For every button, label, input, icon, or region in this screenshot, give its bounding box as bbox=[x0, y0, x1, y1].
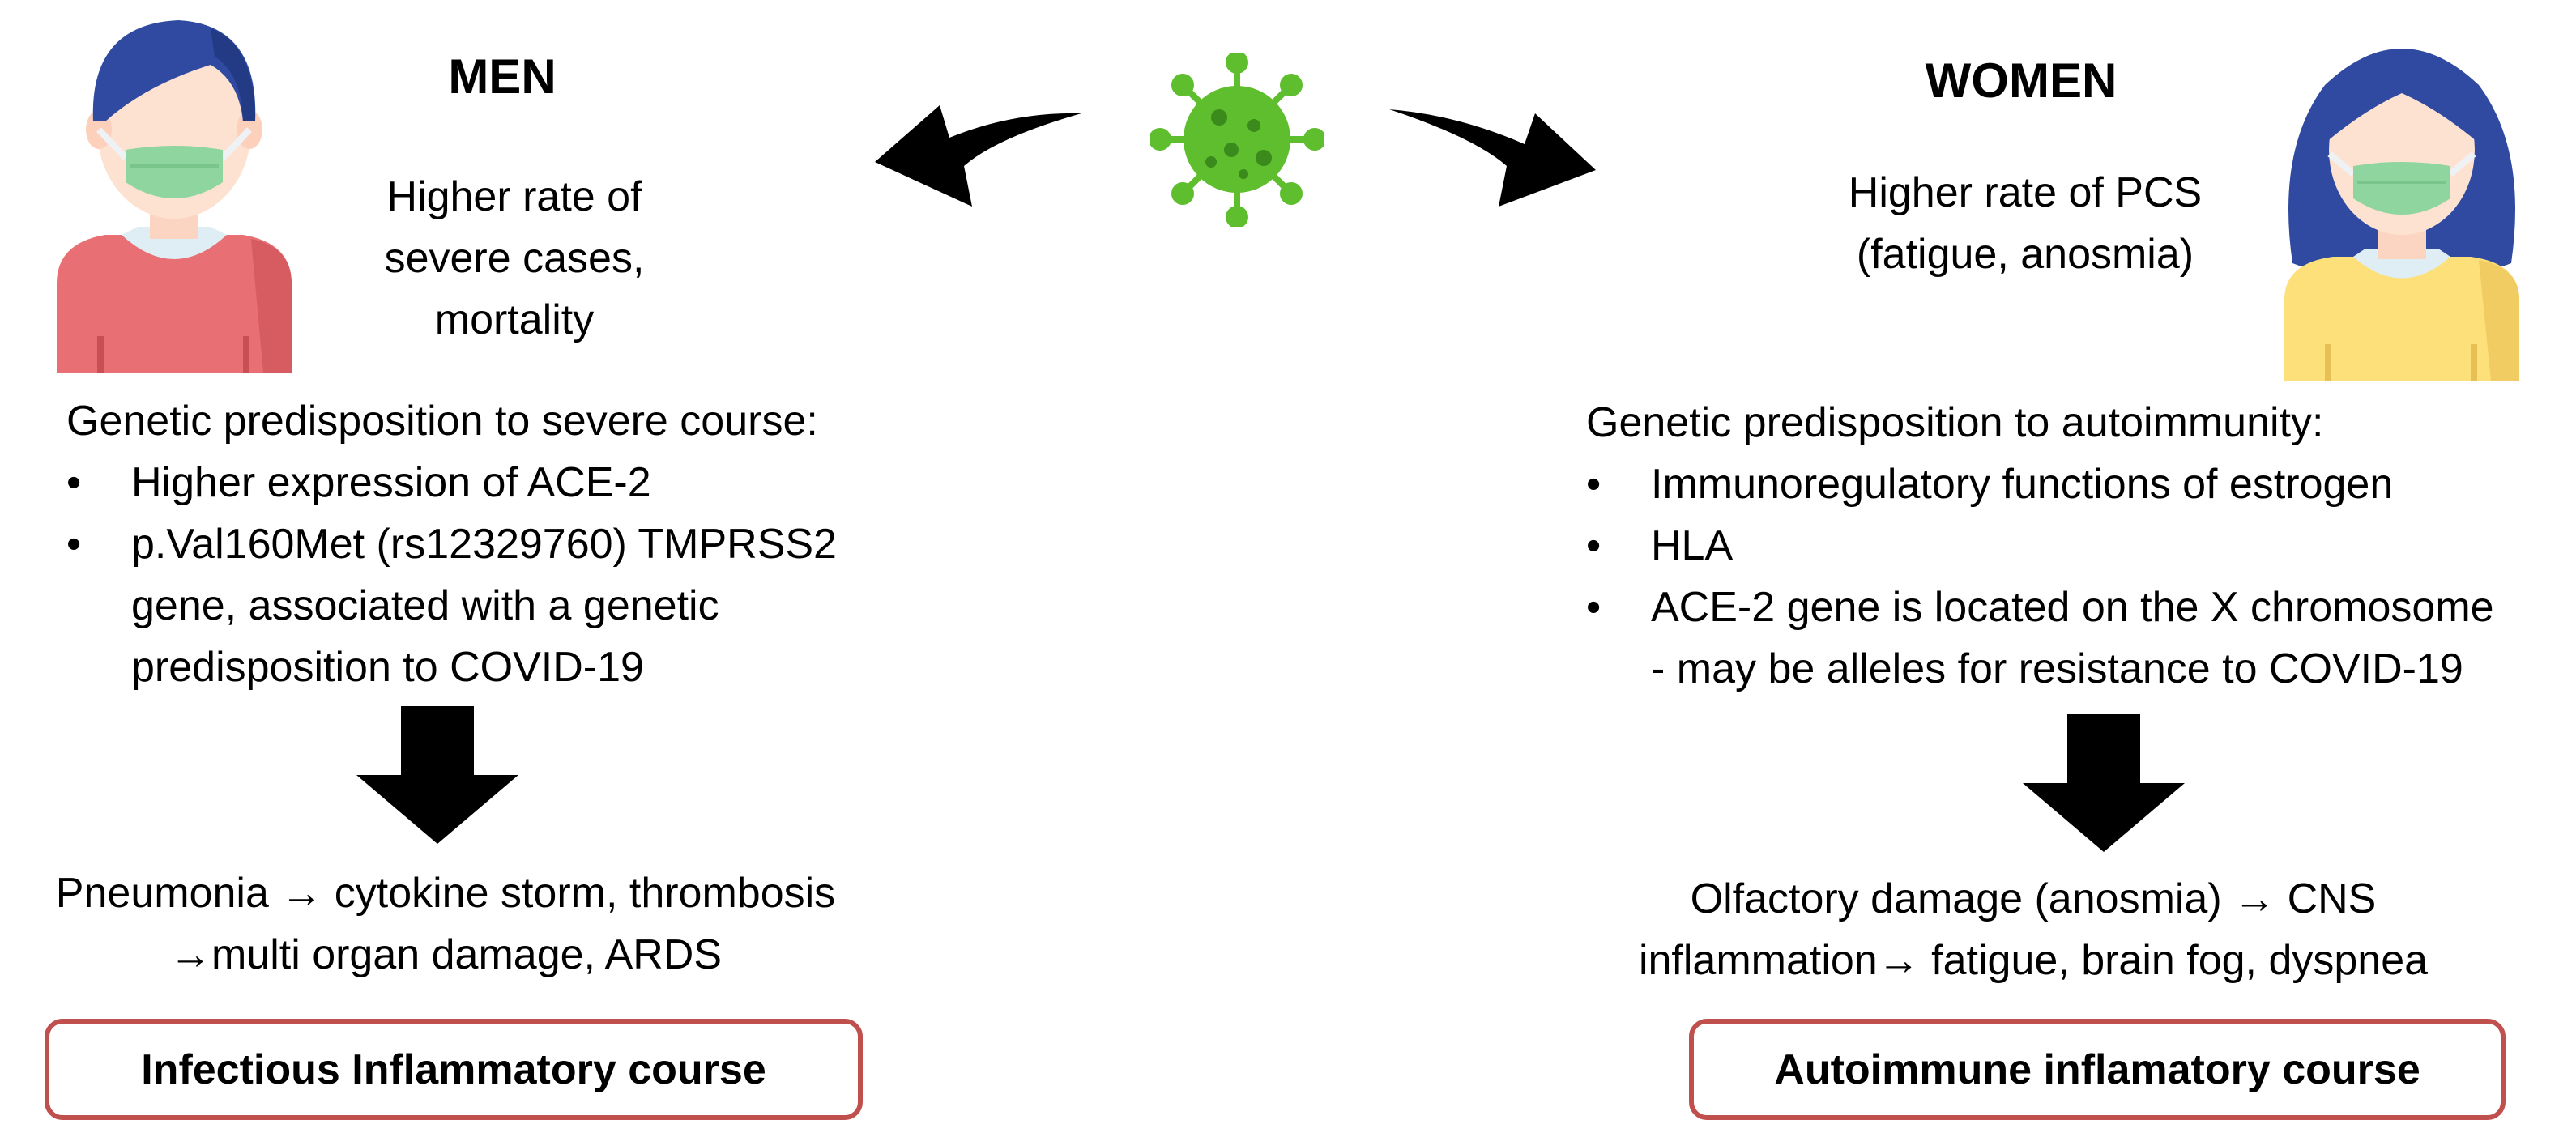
men-predisposition: Genetic predisposition to severe course:… bbox=[66, 390, 1022, 698]
list-item: HLA bbox=[1586, 515, 2570, 577]
man-with-mask-icon bbox=[49, 8, 300, 373]
men-outcome: Pneumonia → cytokine storm, thrombosis →… bbox=[55, 870, 836, 978]
women-summary: Higher rate of PCS (fatigue, anosmia) bbox=[1848, 169, 2203, 278]
women-outcome: Olfactory damage (anosmia) → CNS inflamm… bbox=[1638, 875, 2429, 984]
down-arrow-women bbox=[2023, 714, 2185, 852]
infectious-course-box: Infectious Inflammatory course bbox=[45, 1019, 863, 1120]
curved-arrow-left bbox=[875, 105, 1085, 219]
men-predisposition-title: Genetic predisposition to severe course: bbox=[66, 398, 818, 445]
curved-arrow-right bbox=[1385, 105, 1596, 223]
list-item: Immunoregulatory functions of estrogen bbox=[1586, 454, 2570, 515]
women-predisposition: Genetic predisposition to autoimmunity: … bbox=[1586, 392, 2570, 700]
women-heading: WOMEN bbox=[1925, 53, 2118, 108]
list-item: ACE-2 gene is located on the X chromosom… bbox=[1586, 577, 2570, 700]
men-summary: Higher rate of severe cases, mortality bbox=[384, 173, 645, 343]
list-item: p.Val160Met (rs12329760) TMPRSS2 gene, a… bbox=[66, 513, 1022, 698]
men-heading: MEN bbox=[448, 49, 557, 104]
woman-with-mask-icon bbox=[2276, 20, 2527, 381]
women-predisposition-title: Genetic predisposition to autoimmunity: bbox=[1586, 399, 2324, 446]
autoimmune-course-box: Autoimmune inflamatory course bbox=[1689, 1019, 2506, 1120]
down-arrow-men bbox=[356, 706, 518, 844]
list-item: Higher expression of ACE-2 bbox=[66, 452, 1022, 513]
virus-icon bbox=[1150, 53, 1324, 227]
